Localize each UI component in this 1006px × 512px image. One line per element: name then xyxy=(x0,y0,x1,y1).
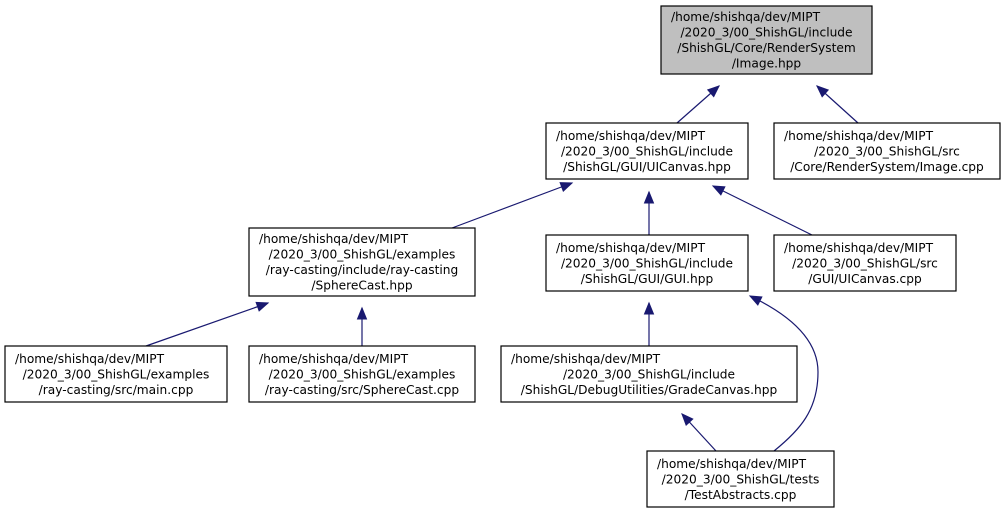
edge-arrowhead xyxy=(816,85,830,98)
node-label-line: /Core/RenderSystem/Image.cpp xyxy=(790,160,984,174)
node-label-line: /home/shishqa/dev/MIPT xyxy=(657,457,807,471)
node-label-line: /2020_3/00_ShishGL/examples xyxy=(269,248,456,262)
node-box-highlighted xyxy=(660,5,873,75)
edge-arrowhead xyxy=(255,301,270,312)
node-label-line: /home/shishqa/dev/MIPT xyxy=(556,129,706,143)
node-label-line: /2020_3/00_ShishGL/include xyxy=(680,26,852,40)
node-label-line: /SphereCast.hpp xyxy=(311,279,412,293)
node-label-line: /ShishGL/GUI/GUI.hpp xyxy=(581,272,714,286)
edge-testabstracts_cpp-to-gradecanvas_hpp xyxy=(681,413,717,452)
edge-arrowhead xyxy=(681,413,694,427)
edge-arrowhead xyxy=(711,185,726,196)
node-label-line: /ShishGL/GUI/UICanvas.hpp xyxy=(563,160,731,174)
edge-uicanvas_cpp-to-uicanvas_hpp xyxy=(711,185,813,236)
node-label-line: /home/shishqa/dev/MIPT xyxy=(259,352,409,366)
node-label-line: /home/shishqa/dev/MIPT xyxy=(15,352,165,366)
node-label-line: /home/shishqa/dev/MIPT xyxy=(259,232,409,246)
node-uicanvas-cpp[interactable]: /home/shishqa/dev/MIPT/2020_3/00_ShishGL… xyxy=(773,234,957,292)
node-image-hpp[interactable]: /home/shishqa/dev/MIPT/2020_3/00_ShishGL… xyxy=(660,5,873,75)
nodes-layer: /home/shishqa/dev/MIPT/2020_3/00_ShishGL… xyxy=(4,5,1001,508)
node-label-line: /home/shishqa/dev/MIPT xyxy=(556,241,706,255)
node-label-line: /2020_3/00_ShishGL/include xyxy=(563,367,735,381)
edge-line xyxy=(145,302,269,347)
edge-line xyxy=(749,295,819,452)
node-box xyxy=(4,345,228,403)
node-uicanvas-hpp[interactable]: /home/shishqa/dev/MIPT/2020_3/00_ShishGL… xyxy=(545,122,749,180)
node-label-line: /2020_3/00_ShishGL/src xyxy=(792,256,938,270)
node-label-line: /TestAbstracts.cpp xyxy=(685,488,797,502)
edge-main_cpp-to-spherecast_hpp xyxy=(145,301,270,347)
edge-arrowhead xyxy=(356,306,368,320)
edge-image_cpp-to-image_hpp xyxy=(816,85,859,124)
edge-gradecanvas_hpp-to-gui_hpp xyxy=(643,301,655,346)
node-box xyxy=(248,345,476,403)
node-label-line: /GUI/UICanvas.cpp xyxy=(808,272,922,286)
node-box xyxy=(545,122,749,180)
node-box xyxy=(646,450,835,508)
edge-line xyxy=(451,182,573,229)
node-label-line: /home/shishqa/dev/MIPT xyxy=(671,10,821,24)
node-box xyxy=(773,234,957,292)
node-label-line: /ray-casting/src/SphereCast.cpp xyxy=(265,383,459,397)
node-label-line: /ShishGL/Core/RenderSystem xyxy=(677,41,856,55)
edge-uicanvas_hpp-to-image_hpp xyxy=(676,85,720,124)
edge-line xyxy=(712,185,813,236)
node-label-line: /2020_3/00_ShishGL/tests xyxy=(662,472,820,486)
edge-arrowhead xyxy=(559,182,574,192)
edge-arrowhead xyxy=(706,85,720,98)
node-spherecast-cpp[interactable]: /home/shishqa/dev/MIPT/2020_3/00_ShishGL… xyxy=(248,345,476,403)
node-box xyxy=(248,227,476,297)
node-label-line: /2020_3/00_ShishGL/examples xyxy=(23,367,210,381)
edge-arrowhead xyxy=(748,295,763,306)
node-box xyxy=(500,345,798,403)
node-spherecast-hpp[interactable]: /home/shishqa/dev/MIPT/2020_3/00_ShishGL… xyxy=(248,227,476,297)
edge-testabstracts_cpp-to-gui_hpp xyxy=(748,295,819,452)
edge-arrowhead xyxy=(643,190,655,204)
node-label-line: /2020_3/00_ShishGL/include xyxy=(561,256,733,270)
node-label-line: /home/shishqa/dev/MIPT xyxy=(784,129,934,143)
node-label-line: /2020_3/00_ShishGL/src xyxy=(814,144,960,158)
edge-arrowhead xyxy=(643,301,655,315)
edge-spherecast_cpp-to-spherecast_hpp xyxy=(356,306,368,346)
node-label-line: /2020_3/00_ShishGL/include xyxy=(561,144,733,158)
node-main-cpp[interactable]: /home/shishqa/dev/MIPT/2020_3/00_ShishGL… xyxy=(4,345,228,403)
edges-layer xyxy=(145,85,859,452)
node-label-line: /ShishGL/DebugUtilities/GradeCanvas.hpp xyxy=(521,383,778,397)
node-testabstracts-cpp[interactable]: /home/shishqa/dev/MIPT/2020_3/00_ShishGL… xyxy=(646,450,835,508)
node-gradecanvas-hpp[interactable]: /home/shishqa/dev/MIPT/2020_3/00_ShishGL… xyxy=(500,345,798,403)
edge-gui_hpp-to-uicanvas_hpp xyxy=(643,190,655,235)
node-label-line: /ray-casting/include/ray-casting xyxy=(266,263,459,277)
node-label-line: /home/shishqa/dev/MIPT xyxy=(784,241,934,255)
node-box xyxy=(545,234,749,292)
edge-spherecast_hpp-to-uicanvas_hpp xyxy=(451,182,574,229)
node-gui-hpp[interactable]: /home/shishqa/dev/MIPT/2020_3/00_ShishGL… xyxy=(545,234,749,292)
node-image-cpp[interactable]: /home/shishqa/dev/MIPT/2020_3/00_ShishGL… xyxy=(773,122,1001,180)
node-label-line: /ray-casting/src/main.cpp xyxy=(39,383,194,397)
node-label-line: /home/shishqa/dev/MIPT xyxy=(511,352,661,366)
node-label-line: /2020_3/00_ShishGL/examples xyxy=(269,367,456,381)
node-label-line: /Image.hpp xyxy=(732,57,802,71)
node-box xyxy=(773,122,1001,180)
